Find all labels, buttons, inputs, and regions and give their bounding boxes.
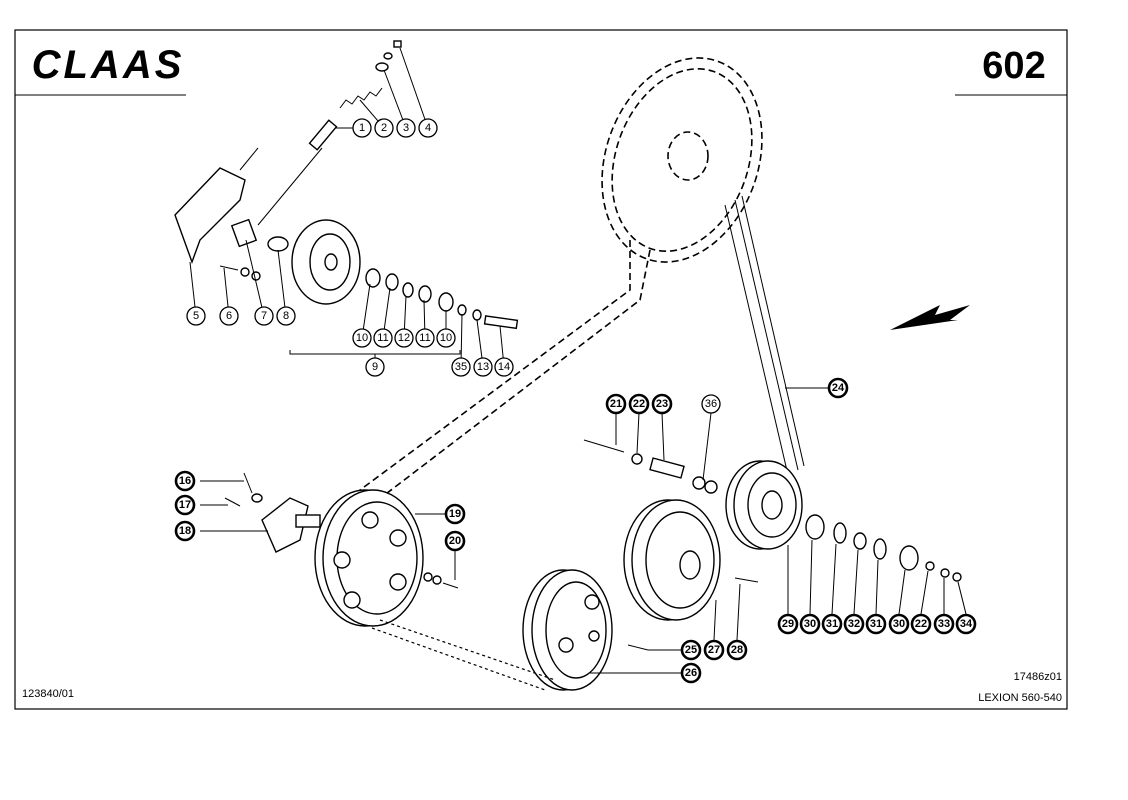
svg-text:13: 13 [477,361,489,373]
callout-22b[interactable]: 22 [910,613,932,635]
callout-7[interactable]: 7 [254,306,274,326]
svg-text:4: 4 [425,122,431,134]
callout-28[interactable]: 28 [726,639,748,661]
svg-text:20: 20 [449,535,461,547]
callout-31a[interactable]: 31 [821,613,843,635]
callout-1[interactable]: 1 [352,118,372,138]
svg-text:35: 35 [455,361,467,373]
svg-text:10: 10 [440,332,452,344]
callout-26[interactable]: 26 [680,662,702,684]
callout-29[interactable]: 29 [777,613,799,635]
svg-text:7: 7 [261,310,267,322]
svg-text:16: 16 [179,475,191,487]
svg-text:26: 26 [685,667,697,679]
callout-35[interactable]: 35 [451,357,471,377]
svg-text:19: 19 [449,508,461,520]
callout-30b[interactable]: 30 [888,613,910,635]
svg-text:22: 22 [915,618,927,630]
model-name: LEXION 560-540 [978,692,1062,704]
callout-19[interactable]: 19 [444,503,466,525]
svg-text:27: 27 [708,644,720,656]
callout-25[interactable]: 25 [680,639,702,661]
callout-11a[interactable]: 11 [373,328,393,348]
svg-text:34: 34 [960,618,973,630]
svg-text:29: 29 [782,618,794,630]
belt-drive-drawing [200,57,970,691]
callout-11b[interactable]: 11 [415,328,435,348]
callout-10a[interactable]: 10 [352,328,372,348]
callout-5[interactable]: 5 [186,306,206,326]
svg-text:8: 8 [283,310,289,322]
callout-31b[interactable]: 31 [865,613,887,635]
callout-12[interactable]: 12 [394,328,414,348]
callout-9[interactable]: 9 [365,357,385,377]
callout-23[interactable]: 23 [651,393,673,415]
svg-text:3: 3 [403,122,409,134]
svg-text:21: 21 [610,398,622,410]
callout-22a[interactable]: 22 [628,393,650,415]
svg-text:31: 31 [870,618,882,630]
svg-text:1: 1 [359,122,365,134]
callout-20[interactable]: 20 [444,530,466,552]
tensioner-assembly-drawing [174,40,519,367]
callout-13[interactable]: 13 [473,357,493,377]
svg-text:22: 22 [633,398,645,410]
callout-36[interactable]: 36 [701,394,721,414]
callout-21[interactable]: 21 [605,393,627,415]
svg-text:11: 11 [377,332,388,344]
svg-text:36: 36 [705,398,717,410]
svg-text:12: 12 [398,332,410,344]
svg-text:6: 6 [226,310,232,322]
callout-18[interactable]: 18 [174,520,196,542]
sheet-frame [14,29,1068,710]
callout-33[interactable]: 33 [933,613,955,635]
svg-text:14: 14 [498,361,510,373]
svg-text:24: 24 [832,382,845,394]
callout-34[interactable]: 34 [955,613,977,635]
svg-text:18: 18 [179,525,191,537]
svg-text:32: 32 [848,618,860,630]
direction-arrow [890,305,970,330]
callout-17[interactable]: 17 [174,494,196,516]
svg-text:28: 28 [731,644,743,656]
callout-8[interactable]: 8 [276,306,296,326]
svg-text:10: 10 [356,332,368,344]
svg-text:11: 11 [419,332,430,344]
callout-24[interactable]: 24 [827,377,849,399]
drawing-code: 17486z01 [1014,671,1062,683]
footer-left-code: 123840/01 [22,688,74,700]
callout-6[interactable]: 6 [219,306,239,326]
callout-4[interactable]: 4 [418,118,438,138]
callout-10b[interactable]: 10 [436,328,456,348]
callout-2[interactable]: 2 [374,118,394,138]
brand-logo: CLAAS [32,43,185,87]
svg-text:9: 9 [372,361,378,373]
svg-text:17: 17 [179,499,191,511]
svg-text:2: 2 [381,122,387,134]
svg-text:33: 33 [938,618,950,630]
callout-27[interactable]: 27 [703,639,725,661]
svg-text:31: 31 [826,618,838,630]
callout-16[interactable]: 16 [174,470,196,492]
svg-text:30: 30 [804,618,816,630]
callout-30a[interactable]: 30 [799,613,821,635]
page-number: 602 [982,45,1045,87]
svg-text:25: 25 [685,644,697,656]
svg-text:5: 5 [193,310,199,322]
svg-text:23: 23 [656,398,668,410]
svg-text:30: 30 [893,618,905,630]
callout-32[interactable]: 32 [843,613,865,635]
callout-14[interactable]: 14 [494,357,514,377]
callout-3[interactable]: 3 [396,118,416,138]
